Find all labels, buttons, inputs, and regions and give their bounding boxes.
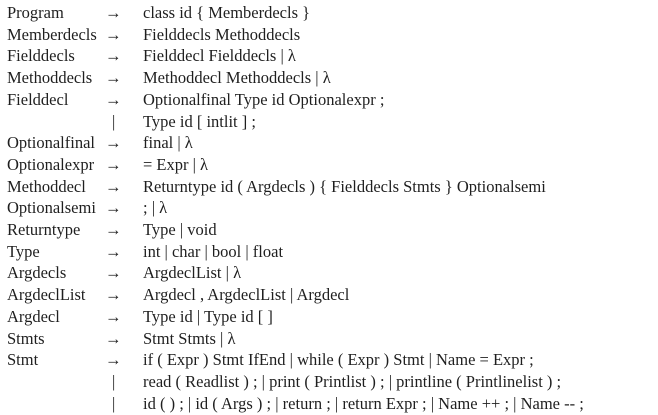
production-text: ; | λ (143, 198, 168, 218)
grammar-rule-row: Optionalfinal → final | λ (7, 132, 658, 154)
grammar-rule-row: Memberdecls → Fielddecls Methoddecls (7, 24, 658, 46)
nonterminal-label: Optionalfinal (7, 133, 95, 153)
nonterminal-label: Methoddecl (7, 176, 86, 196)
arrow-or-pipe-symbol: → (105, 24, 122, 44)
grammar-rule-row: Optionalexpr → = Expr | λ (7, 154, 658, 176)
nonterminal-label: Stmt (7, 350, 39, 370)
production-text: if ( Expr ) Stmt IfEnd | while ( Expr ) … (143, 350, 534, 370)
nonterminal-label: Stmts (7, 328, 45, 348)
production-text: ArgdeclList | λ (143, 263, 242, 283)
nonterminal-label: Methoddecls (7, 68, 93, 88)
production-text: Methoddecl Methoddecls | λ (143, 68, 331, 88)
nonterminal-label: Program (7, 3, 64, 22)
nonterminal-label (7, 393, 105, 415)
nonterminal-label: Fielddecls (7, 46, 75, 66)
production-text: Type | void (143, 220, 217, 240)
arrow-or-pipe-symbol: → (105, 328, 122, 348)
production-text: = Expr | λ (143, 154, 209, 174)
arrow-or-pipe-symbol: → (105, 263, 122, 283)
arrow-or-pipe-symbol: | (112, 111, 116, 131)
nonterminal-label: Optionalsemi (7, 198, 96, 218)
production-text: Fielddecl Fielddecls | λ (143, 46, 296, 66)
grammar-rule-row: Optionalsemi → ; | λ (7, 197, 658, 219)
production-text: id ( ) ; | id ( Args ) ; | return ; | re… (143, 393, 584, 413)
arrow-or-pipe-symbol: → (105, 154, 122, 174)
grammar-rule-row: | Type id [ intlit ] ; (7, 111, 658, 133)
grammar-rule-row: Returntype → Type | void (7, 219, 658, 241)
arrow-or-pipe-symbol: → (105, 68, 122, 88)
grammar-rule-row: Stmt → if ( Expr ) Stmt IfEnd | while ( … (7, 349, 658, 371)
arrow-or-pipe-symbol: → (105, 241, 122, 261)
grammar-rule-row: Type → int | char | bool | float (7, 241, 658, 263)
arrow-or-pipe-symbol: → (105, 350, 122, 370)
arrow-or-pipe-symbol: → (105, 285, 122, 305)
arrow-or-pipe-symbol: | (112, 371, 116, 391)
arrow-or-pipe-symbol: → (105, 198, 122, 218)
nonterminal-label: Type (7, 241, 40, 261)
grammar-rule-row: Methoddecl → Returntype id ( Argdecls ) … (7, 176, 658, 198)
arrow-or-pipe-symbol: → (105, 89, 122, 109)
production-text: Type id | Type id [ ] (143, 306, 273, 326)
nonterminal-label: Memberdecls (7, 24, 97, 44)
arrow-or-pipe-symbol: → (105, 3, 122, 22)
grammar-rule-row: ArgdeclList → Argdecl , ArgdeclList | Ar… (7, 284, 658, 306)
production-text: Fielddecls Methoddecls (143, 24, 301, 44)
production-text: read ( Readlist ) ; | print ( Printlist … (143, 371, 562, 391)
grammar-rule-row: | read ( Readlist ) ; | print ( Printlis… (7, 371, 658, 393)
production-text: Type id [ intlit ] ; (143, 111, 256, 131)
grammar-rule-row: Argdecl → Type id | Type id [ ] (7, 306, 658, 328)
grammar-rule-row: Fielddecls → Fielddecl Fielddecls | λ (7, 45, 658, 67)
arrow-or-pipe-symbol: → (105, 176, 122, 196)
production-text: Stmt Stmts | λ (143, 328, 236, 348)
arrow-or-pipe-symbol: → (105, 133, 122, 153)
nonterminal-label (7, 111, 105, 133)
nonterminal-label: Argdecls (7, 263, 67, 283)
nonterminal-label: Returntype (7, 220, 81, 240)
grammar-rule-row: Stmts → Stmt Stmts | λ (7, 328, 658, 350)
grammar-rule-row: Fielddecl → Optionalfinal Type id Option… (7, 89, 658, 111)
grammar-rule-row: Program → class id { Memberdecls } (7, 2, 658, 24)
arrow-or-pipe-symbol: → (105, 46, 122, 66)
nonterminal-label: ArgdeclList (7, 285, 86, 305)
grammar-rule-row: | id ( ) ; | id ( Args ) ; | return ; | … (7, 393, 658, 415)
arrow-or-pipe-symbol: | (112, 393, 116, 413)
production-text: Returntype id ( Argdecls ) { Fielddecls … (143, 176, 546, 196)
nonterminal-label: Optionalexpr (7, 154, 95, 174)
grammar-rule-row: Methoddecls → Methoddecl Methoddecls | λ (7, 67, 658, 89)
production-text: Optionalfinal Type id Optionalexpr ; (143, 89, 385, 109)
nonterminal-label (7, 371, 105, 393)
production-text: final | λ (143, 133, 193, 153)
nonterminal-label: Fielddecl (7, 89, 69, 109)
production-text: int | char | bool | float (143, 241, 284, 261)
arrow-or-pipe-symbol: → (105, 220, 122, 240)
grammar-rule-row: Argdecls → ArgdeclList | λ (7, 262, 658, 284)
production-text: class id { Memberdecls } (143, 3, 311, 22)
production-text: Argdecl , ArgdeclList | Argdecl (143, 285, 350, 305)
arrow-or-pipe-symbol: → (105, 306, 122, 326)
nonterminal-label: Argdecl (7, 306, 60, 326)
